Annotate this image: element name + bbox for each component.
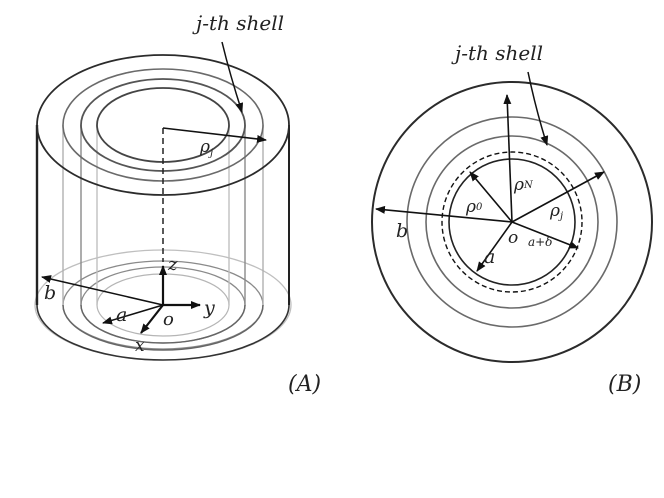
shell-pointer-a bbox=[221, 41, 244, 113]
rho-j-label-b: ρj bbox=[549, 201, 563, 222]
caption-a: (A) bbox=[288, 372, 321, 397]
x-label: x bbox=[135, 336, 145, 356]
origin-label-b: o bbox=[508, 228, 518, 248]
rho-0-arrow bbox=[469, 171, 513, 223]
rho-n-arrow bbox=[503, 94, 513, 223]
a-delta-label: a+δ bbox=[528, 235, 552, 249]
a-label-b: a bbox=[484, 246, 495, 268]
a-delta-arrow bbox=[511, 221, 579, 249]
cross-section-rings bbox=[371, 81, 653, 363]
b-arrow bbox=[41, 275, 164, 306]
panel-a: ρj j-th shell z y x o a b (A) bbox=[34, 11, 321, 397]
rho-j-arrow-b bbox=[511, 171, 605, 223]
shell-pointer-b bbox=[527, 71, 549, 146]
origin-label-a: o bbox=[163, 309, 174, 330]
a-arrow-b bbox=[476, 221, 513, 272]
shell-label-b: j-th shell bbox=[451, 41, 543, 65]
shell-label-a: j-th shell bbox=[192, 11, 284, 35]
rho-0-label: ρ0 bbox=[465, 197, 483, 217]
panel-b: ρN ρ0 ρj o b a a+δ j-th shell (B) bbox=[371, 41, 653, 397]
rho-j-arrow bbox=[162, 127, 267, 143]
y-label: y bbox=[203, 297, 215, 319]
b-arrow-b bbox=[375, 205, 513, 223]
x-axis-arrow bbox=[140, 304, 164, 334]
cylinder-walls bbox=[35, 125, 290, 305]
b-label-a: b bbox=[44, 282, 56, 304]
rho-j-label: ρj bbox=[199, 137, 213, 159]
b-label-b: b bbox=[396, 220, 408, 242]
a-label-a: a bbox=[116, 304, 127, 326]
a-arrow bbox=[102, 304, 164, 325]
rho-n-label: ρN bbox=[513, 175, 534, 195]
caption-b: (B) bbox=[608, 372, 641, 397]
z-label: z bbox=[167, 254, 178, 275]
